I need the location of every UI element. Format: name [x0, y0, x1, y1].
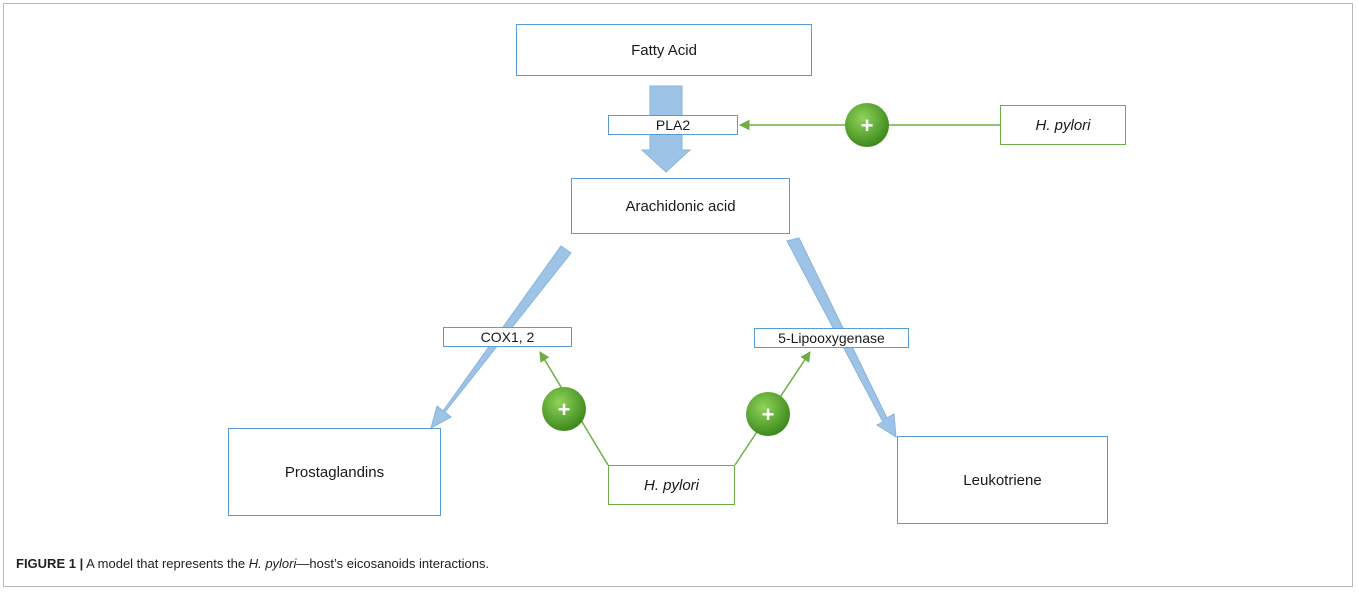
- figure-caption: FIGURE 1 | A model that represents the H…: [16, 556, 489, 571]
- plus-circle-right: +: [746, 392, 790, 436]
- node-leukotriene: Leukotriene: [897, 436, 1108, 524]
- node-h-pylori-bottom: H. pylori: [608, 465, 735, 505]
- caption-label: FIGURE 1 |: [16, 556, 84, 571]
- figure-frame: [3, 3, 1353, 587]
- node-h-pylori-top: H. pylori: [1000, 105, 1126, 145]
- plus-circle-left: +: [542, 387, 586, 431]
- node-cox: COX1, 2: [443, 327, 572, 347]
- caption-text-after: —host’s eicosanoids interactions.: [296, 556, 490, 571]
- caption-species: H. pylori: [248, 556, 297, 571]
- plus-sign-top: +: [861, 113, 874, 138]
- plus-circle-top: +: [845, 103, 889, 147]
- plus-sign-left: +: [558, 397, 571, 422]
- caption-text-before: A model that represents the: [83, 556, 249, 571]
- node-fatty-acid: Fatty Acid: [516, 24, 812, 76]
- node-pla2: PLA2: [608, 115, 738, 135]
- node-arachidonic-acid: Arachidonic acid: [571, 178, 790, 234]
- plus-sign-right: +: [762, 402, 775, 427]
- node-prostaglandins: Prostaglandins: [228, 428, 441, 516]
- node-5-lipooxygenase: 5-Lipooxygenase: [754, 328, 909, 348]
